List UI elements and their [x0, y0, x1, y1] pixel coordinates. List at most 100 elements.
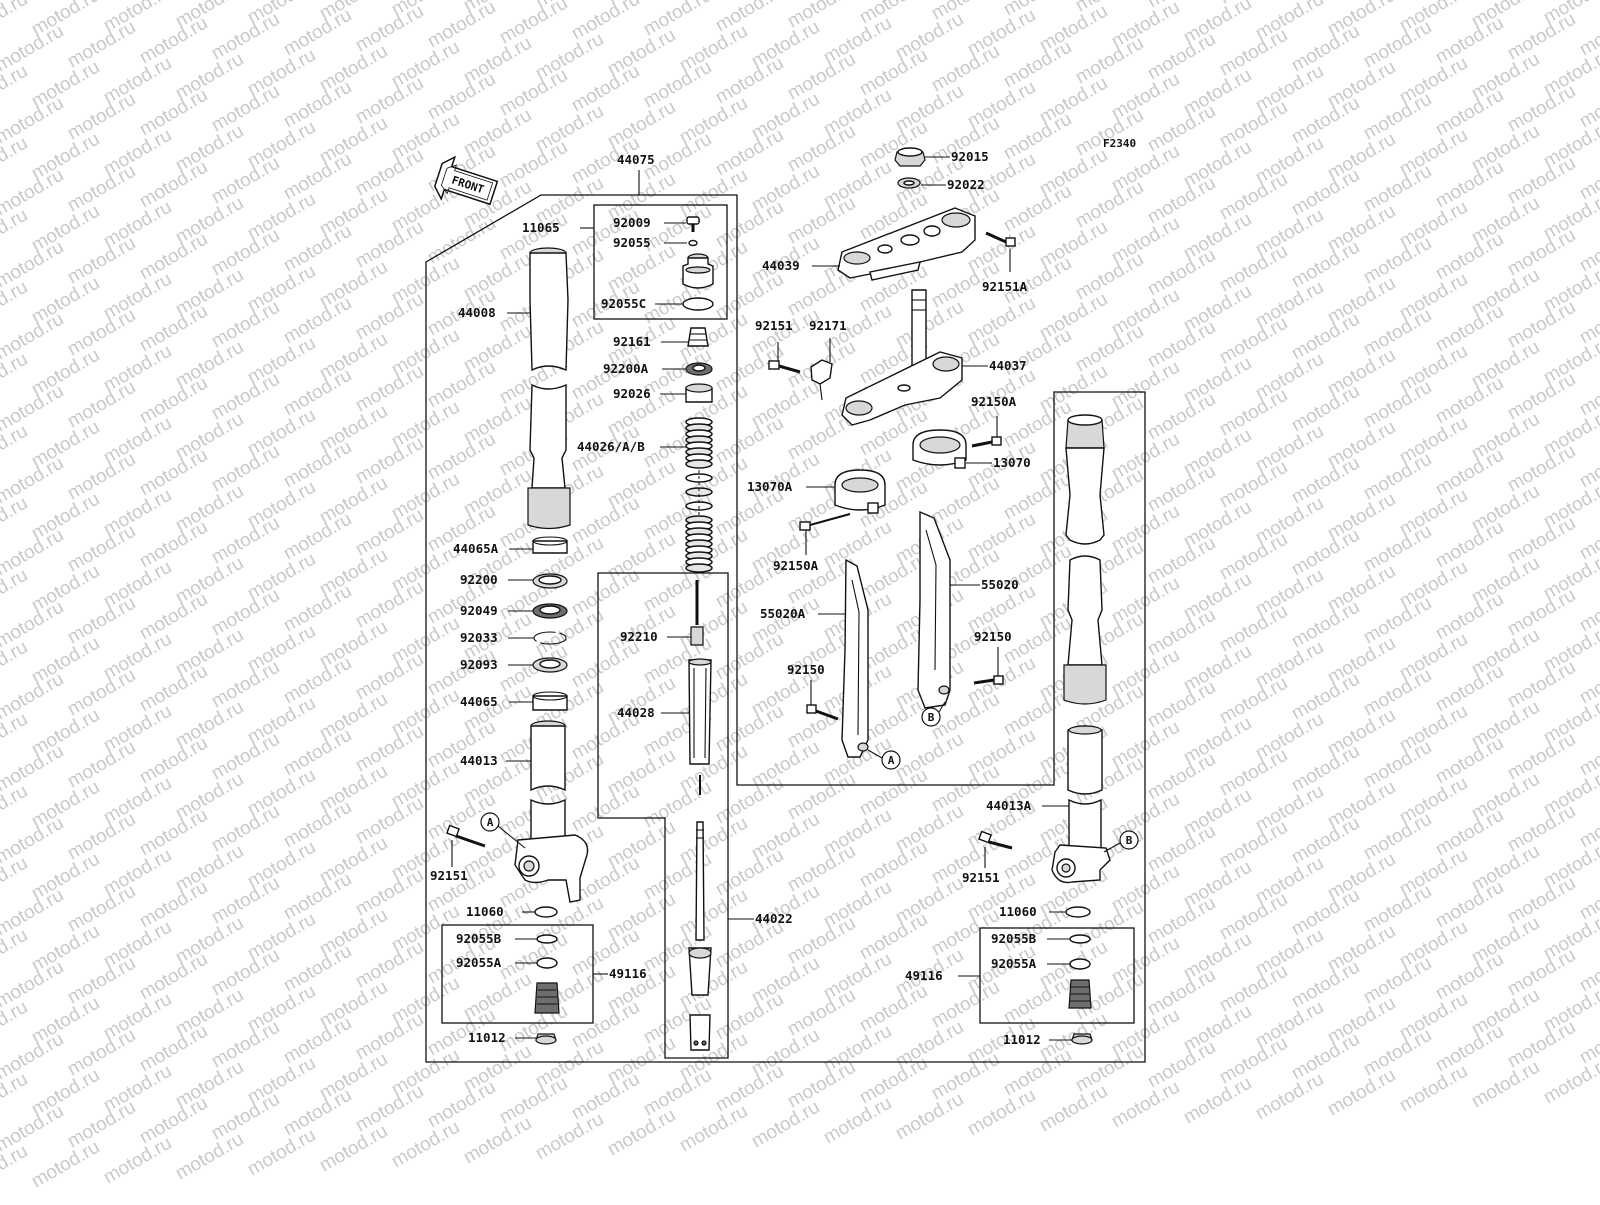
label-92150-left: 92150 — [787, 662, 825, 677]
o-ring-92055B-left — [537, 935, 557, 943]
watermark-text: motod.ru — [1432, 445, 1507, 501]
watermark-text: motod.ru — [1288, 1029, 1363, 1085]
watermark-text: motod.ru — [64, 233, 139, 289]
watermark-text: motod.ru — [1432, 157, 1507, 213]
watermark-text: motod.ru — [1360, 521, 1435, 577]
watermark-text: motod.ru — [892, 1089, 967, 1145]
watermark-text: motod.ru — [208, 81, 283, 137]
watermark-text: motod.ru — [1360, 665, 1435, 721]
watermark-text: motod.ru — [1072, 105, 1147, 161]
watermark-text: motod.ru — [496, 929, 571, 985]
label-44022: 44022 — [755, 911, 793, 926]
watermark-text: motod.ru — [1504, 585, 1579, 641]
watermark-text: motod.ru — [352, 1, 427, 57]
watermark-text: motod.ru — [280, 509, 355, 565]
watermark-text: motod.ru — [208, 513, 283, 569]
watermark-text: motod.ru — [712, 701, 787, 757]
cap-bolt-body — [683, 254, 713, 288]
watermark-text: motod.ru — [712, 269, 787, 325]
watermark-text: motod.ru — [208, 585, 283, 641]
label-11060-left: 11060 — [466, 904, 504, 919]
watermark-text: motod.ru — [1144, 317, 1219, 373]
watermark-text: motod.ru — [280, 5, 355, 61]
watermark-text: motod.ru — [1072, 177, 1147, 233]
watermark-text: motod.ru — [1288, 237, 1363, 293]
rubber-stopper-92161 — [688, 328, 708, 346]
nut-92015 — [895, 148, 925, 166]
watermark-text: motod.ru — [784, 1057, 859, 1113]
label-11012-right: 11012 — [1003, 1032, 1041, 1047]
watermark-text: motod.ru — [1432, 373, 1507, 429]
watermark-text: motod.ru — [1144, 245, 1219, 301]
label-92009: 92009 — [613, 215, 651, 230]
watermark-text: motod.ru — [0, 781, 31, 837]
watermark-text: motod.ru — [136, 13, 211, 69]
washer-92022 — [898, 178, 920, 188]
watermark-text: motod.ru — [1360, 809, 1435, 865]
watermark-text: motod.ru — [208, 441, 283, 497]
holder-13070 — [913, 430, 966, 468]
watermark-text: motod.ru — [712, 1061, 787, 1117]
valve-49116-right — [1069, 980, 1091, 1008]
watermark-text: motod.ru — [1432, 85, 1507, 141]
svg-text:A: A — [888, 754, 895, 767]
watermark-text: motod.ru — [1216, 169, 1291, 225]
o-ring-92055C — [683, 298, 713, 310]
watermark-text: motod.ru — [1288, 885, 1363, 941]
label-92055B-left: 92055B — [456, 931, 502, 946]
watermark-text: motod.ru — [1468, 1057, 1543, 1113]
watermark-text: motod.ru — [1072, 249, 1147, 305]
watermark-text: motod.ru — [352, 721, 427, 777]
watermark-text: motod.ru — [1108, 1077, 1183, 1133]
watermark-text: motod.ru — [928, 41, 1003, 97]
watermark-text: motod.ru — [1216, 241, 1291, 297]
label-92055A-right: 92055A — [991, 956, 1037, 971]
watermark-text: motod.ru — [1216, 817, 1291, 873]
watermark-text: motod.ru — [64, 1097, 139, 1153]
watermark-text: motod.ru — [1432, 13, 1507, 69]
dust-seal-92093 — [533, 658, 567, 672]
watermark-text: motod.ru — [784, 985, 859, 1041]
watermark-text: motod.ru — [568, 781, 643, 837]
watermark-text: motod.ru — [280, 725, 355, 781]
watermark-text: motod.ru — [352, 1081, 427, 1137]
watermark-text: motod.ru — [1036, 1081, 1111, 1137]
watermark-text: motod.ru — [1216, 385, 1291, 441]
watermark-text: motod.ru — [1288, 597, 1363, 653]
watermark-text: motod.ru — [1072, 1041, 1147, 1097]
watermark-text: motod.ru — [0, 493, 31, 549]
watermark-text: motod.ru — [1000, 1045, 1075, 1101]
watermark-text: motod.ru — [424, 69, 499, 125]
watermark-text: motod.ru — [352, 649, 427, 705]
watermark-text: motod.ru — [136, 517, 211, 573]
watermark-text: motod.ru — [1504, 153, 1579, 209]
watermark-text: motod.ru — [1504, 801, 1579, 857]
watermark-text: motod.ru — [712, 773, 787, 829]
watermark-text: motod.ru — [136, 877, 211, 933]
watermark-text: motod.ru — [352, 73, 427, 129]
watermark-text: motod.ru — [1144, 677, 1219, 733]
watermark-text: motod.ru — [0, 1141, 31, 1197]
watermark-text: motod.ru — [496, 1073, 571, 1129]
watermark-text: motod.ru — [1360, 953, 1435, 1009]
svg-text:B: B — [928, 711, 935, 724]
watermark-text: motod.ru — [784, 49, 859, 105]
watermark-text: motod.ru — [1504, 441, 1579, 497]
watermark-text: motod.ru — [1360, 89, 1435, 145]
watermark-text: motod.ru — [352, 289, 427, 345]
spring-coil — [686, 564, 712, 572]
watermark-text: motod.ru — [1000, 973, 1075, 1029]
watermark-text: motod.ru — [784, 769, 859, 825]
watermark-text: motod.ru — [1432, 805, 1507, 861]
watermark-text: motod.ru — [1504, 225, 1579, 281]
watermark-text: motod.ru — [0, 277, 31, 333]
label-49116-left: 49116 — [609, 966, 647, 981]
watermark-text: motod.ru — [1432, 661, 1507, 717]
watermark-text: motod.ru — [1216, 97, 1291, 153]
watermark-text: motod.ru — [1360, 593, 1435, 649]
watermark-text: motod.ru — [280, 1085, 355, 1141]
watermark-text: motod.ru — [1252, 1069, 1327, 1125]
label-92049: 92049 — [460, 603, 498, 618]
